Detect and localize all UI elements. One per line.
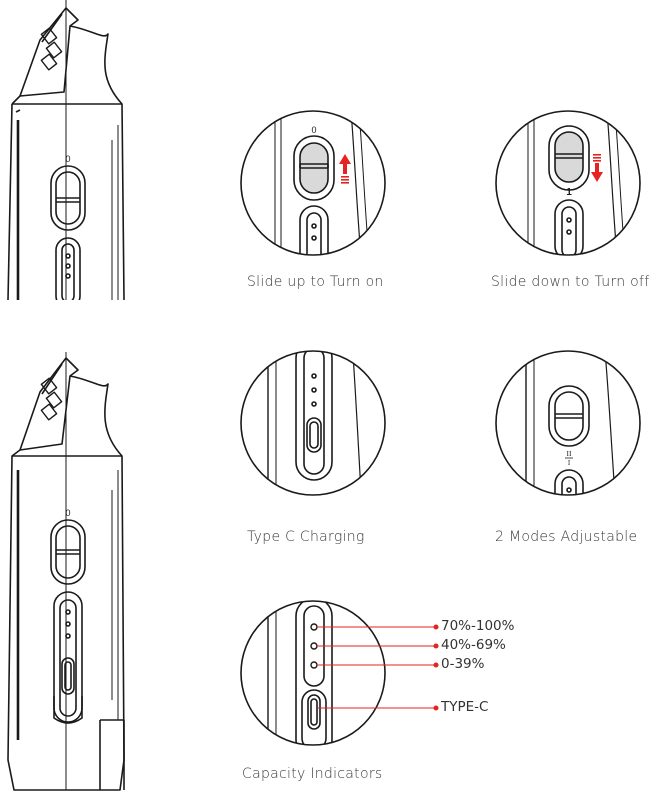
switch-off-mark-bottom: 0 [65, 508, 70, 518]
caption-modes: 2 Modes Adjustable [495, 529, 638, 545]
label-type-c: TYPE-C [441, 699, 489, 715]
device-side-view-bottom: 0 [7, 352, 125, 791]
mode-two-mark: II [567, 449, 572, 458]
arrow-up-icon [339, 154, 351, 174]
detail-slide-up: 0 [240, 110, 386, 256]
leader-lines [317, 624, 439, 711]
mode-one-mark: I [568, 459, 571, 467]
detail-slide-down: 1 [495, 110, 641, 256]
label-40-69: 40%-69% [441, 637, 506, 653]
switch-on-mark: 1 [566, 187, 572, 198]
switch-off-mark-c1: 0 [311, 125, 316, 135]
detail-capacity [240, 600, 439, 746]
caption-slide-down: Slide down to Turn off [491, 274, 650, 290]
switch-off-mark: 0 [65, 154, 70, 164]
caption-capacity: Capacity Indicators [242, 766, 383, 782]
detail-modes: II I [495, 350, 641, 496]
label-0-39: 0-39% [441, 656, 485, 672]
caption-type-c: Type C Charging [247, 529, 365, 545]
indicator-leds [310, 623, 318, 669]
arrow-down-icon [591, 163, 603, 182]
device-side-view-top: 0 [7, 0, 125, 300]
label-70-100: 70%-100% [441, 618, 515, 634]
caption-slide-up: Slide up to Turn on [247, 274, 384, 290]
detail-type-c [240, 350, 386, 496]
